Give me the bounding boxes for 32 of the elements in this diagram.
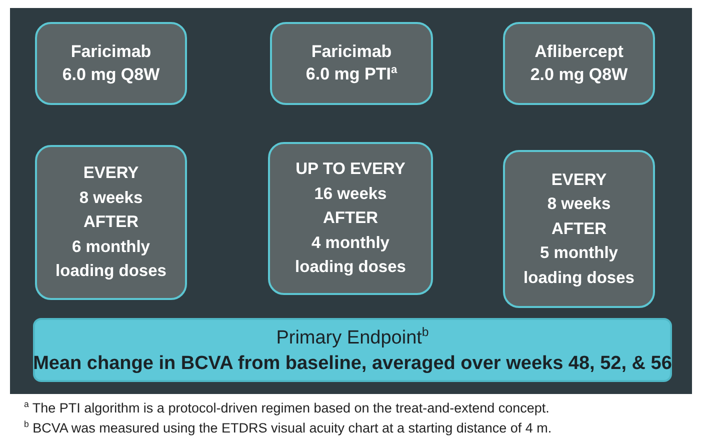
box-text: EVERY	[551, 170, 607, 191]
dosing-box	[503, 150, 655, 308]
box-text: 6.0 mg Q8W	[62, 64, 160, 86]
box-text: Mean change in BCVA from baseline, averaged over weeks 48, 52, & 56	[33, 352, 672, 376]
dosing-box	[268, 142, 433, 295]
box-text: 16 weeks	[314, 184, 387, 205]
box-text: loading doses	[524, 268, 634, 289]
box-text: AFTER	[84, 212, 138, 234]
box-text: UP TO EVERY	[296, 159, 406, 180]
box-text: 4 monthly	[312, 232, 390, 254]
arm-box	[35, 22, 187, 105]
box-text: 2.0 mg Q8W	[530, 64, 628, 86]
footnote: $^{a}$ The PTI algorithm is a protocol-driven regimen based on the treat-and-extend concept.	[24, 399, 550, 416]
dosing-box	[35, 145, 187, 300]
box-text: AFTER	[323, 208, 378, 230]
arm-box	[270, 22, 433, 105]
box-text: 8 weeks	[547, 194, 611, 216]
banner-heading: Primary Endpoint$^{b}$	[276, 324, 429, 350]
box-text: 8 weeks	[79, 188, 143, 209]
box-text: loading doses	[295, 257, 406, 278]
box-text: 5 monthly	[540, 243, 618, 264]
box-text: Aflibercept	[534, 41, 624, 64]
box-text: 6 monthly	[72, 236, 150, 258]
arm-box	[503, 22, 655, 105]
box-text: Faricimab	[70, 41, 152, 64]
box-text: EVERY	[83, 163, 139, 184]
endpoint-banner	[33, 318, 672, 382]
box-text: AFTER	[552, 218, 606, 240]
box-text: loading doses	[56, 261, 166, 282]
box-text: 6.0 mg PTI$^{a}$	[306, 63, 398, 86]
box-text: Faricimab	[311, 41, 392, 64]
footnote: $^{b}$ BCVA was measured using the ETDRS visual acuity chart at a starting distance of 4 m.	[24, 419, 552, 436]
